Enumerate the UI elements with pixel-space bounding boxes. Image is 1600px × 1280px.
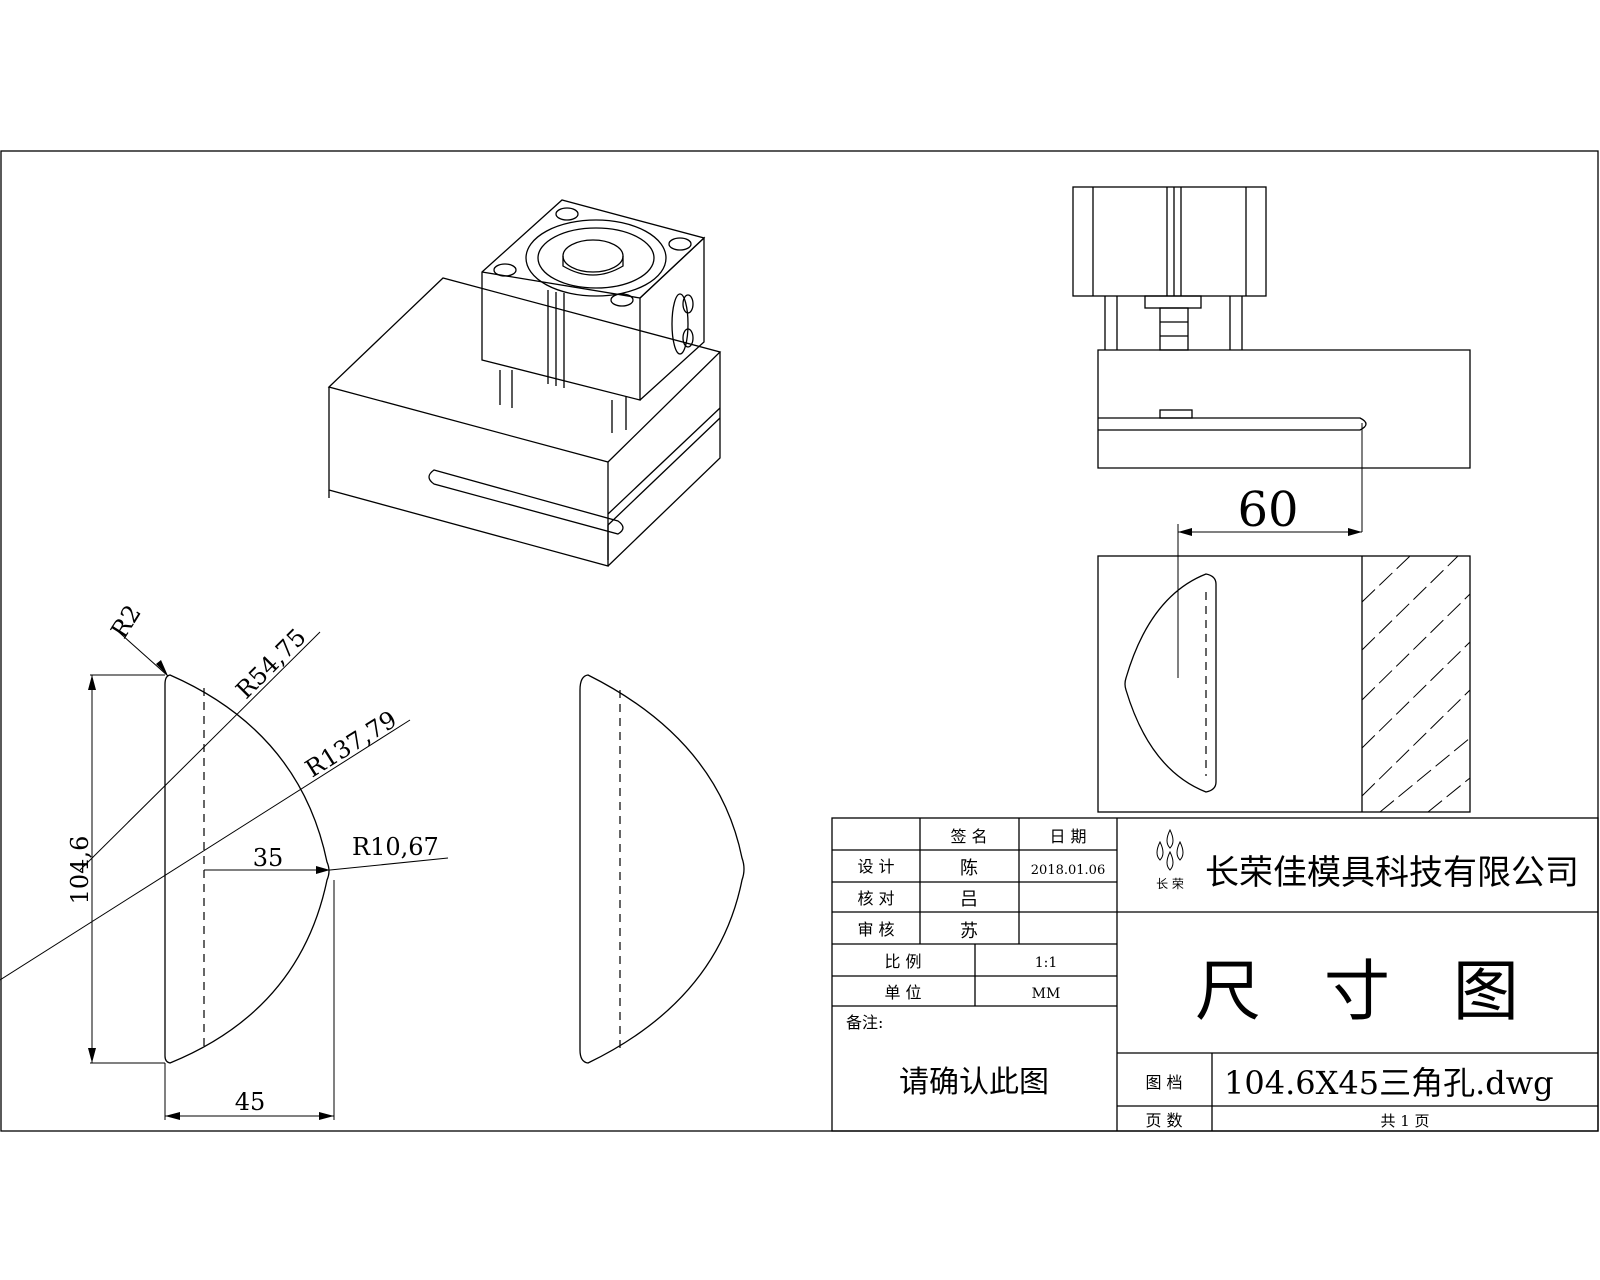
scale-label: 比 例 — [884, 952, 921, 971]
dim-35-label: 35 — [253, 844, 284, 872]
company-logo-icon: 长 荣 — [1156, 828, 1184, 891]
profile-dimensioned: 104,6 45 35 R10,67 R137,79 R54,75 R2 — [0, 600, 449, 1120]
design-date: 2018.01.06 — [1031, 863, 1105, 878]
dim-60-label: 60 — [1237, 482, 1298, 538]
isometric-view — [327, 199, 722, 567]
remarks-text: 请确认此图 — [899, 1065, 1049, 1100]
logo-text: 长 荣 — [1156, 877, 1184, 891]
file-name: 104.6X45三角孔.dwg — [1224, 1064, 1554, 1102]
profile-plain — [579, 674, 745, 1064]
front-view — [1097, 555, 1471, 813]
drawing-title: 尺 寸 图 — [1195, 953, 1519, 1030]
dim-r2-label: R2 — [105, 600, 146, 643]
pages-label: 页 数 — [1145, 1111, 1182, 1130]
design-label: 设 计 — [857, 857, 894, 876]
header-sign: 签 名 — [950, 827, 987, 846]
scale-value: 1:1 — [1035, 955, 1058, 971]
review-name: 苏 — [960, 921, 978, 942]
check-name: 吕 — [960, 889, 978, 910]
design-name: 陈 — [960, 858, 978, 879]
title-block: 签 名 日 期 设 计 陈 2018.01.06 核 对 吕 审 核 苏 比 例… — [831, 817, 1599, 1132]
check-label: 核 对 — [857, 889, 894, 908]
dimension-60: 60 — [1177, 482, 1362, 678]
side-view — [1072, 186, 1471, 532]
dim-r54-label: R54,75 — [230, 623, 311, 704]
sheet-border — [0, 150, 1599, 1132]
dim-r10-label: R10,67 — [352, 833, 439, 861]
dim-r137-label: R137,79 — [300, 705, 401, 783]
remarks-label: 备注: — [846, 1013, 883, 1032]
company-name: 长荣佳模具科技有限公司 — [1205, 853, 1579, 893]
unit-value: MM — [1032, 986, 1061, 1002]
file-label: 图 档 — [1145, 1073, 1182, 1092]
unit-label: 单 位 — [884, 983, 921, 1002]
dim-45-label: 45 — [235, 1088, 266, 1116]
review-label: 审 核 — [857, 920, 894, 939]
pages-value: 共 1 页 — [1380, 1112, 1429, 1130]
header-date: 日 期 — [1049, 827, 1086, 846]
